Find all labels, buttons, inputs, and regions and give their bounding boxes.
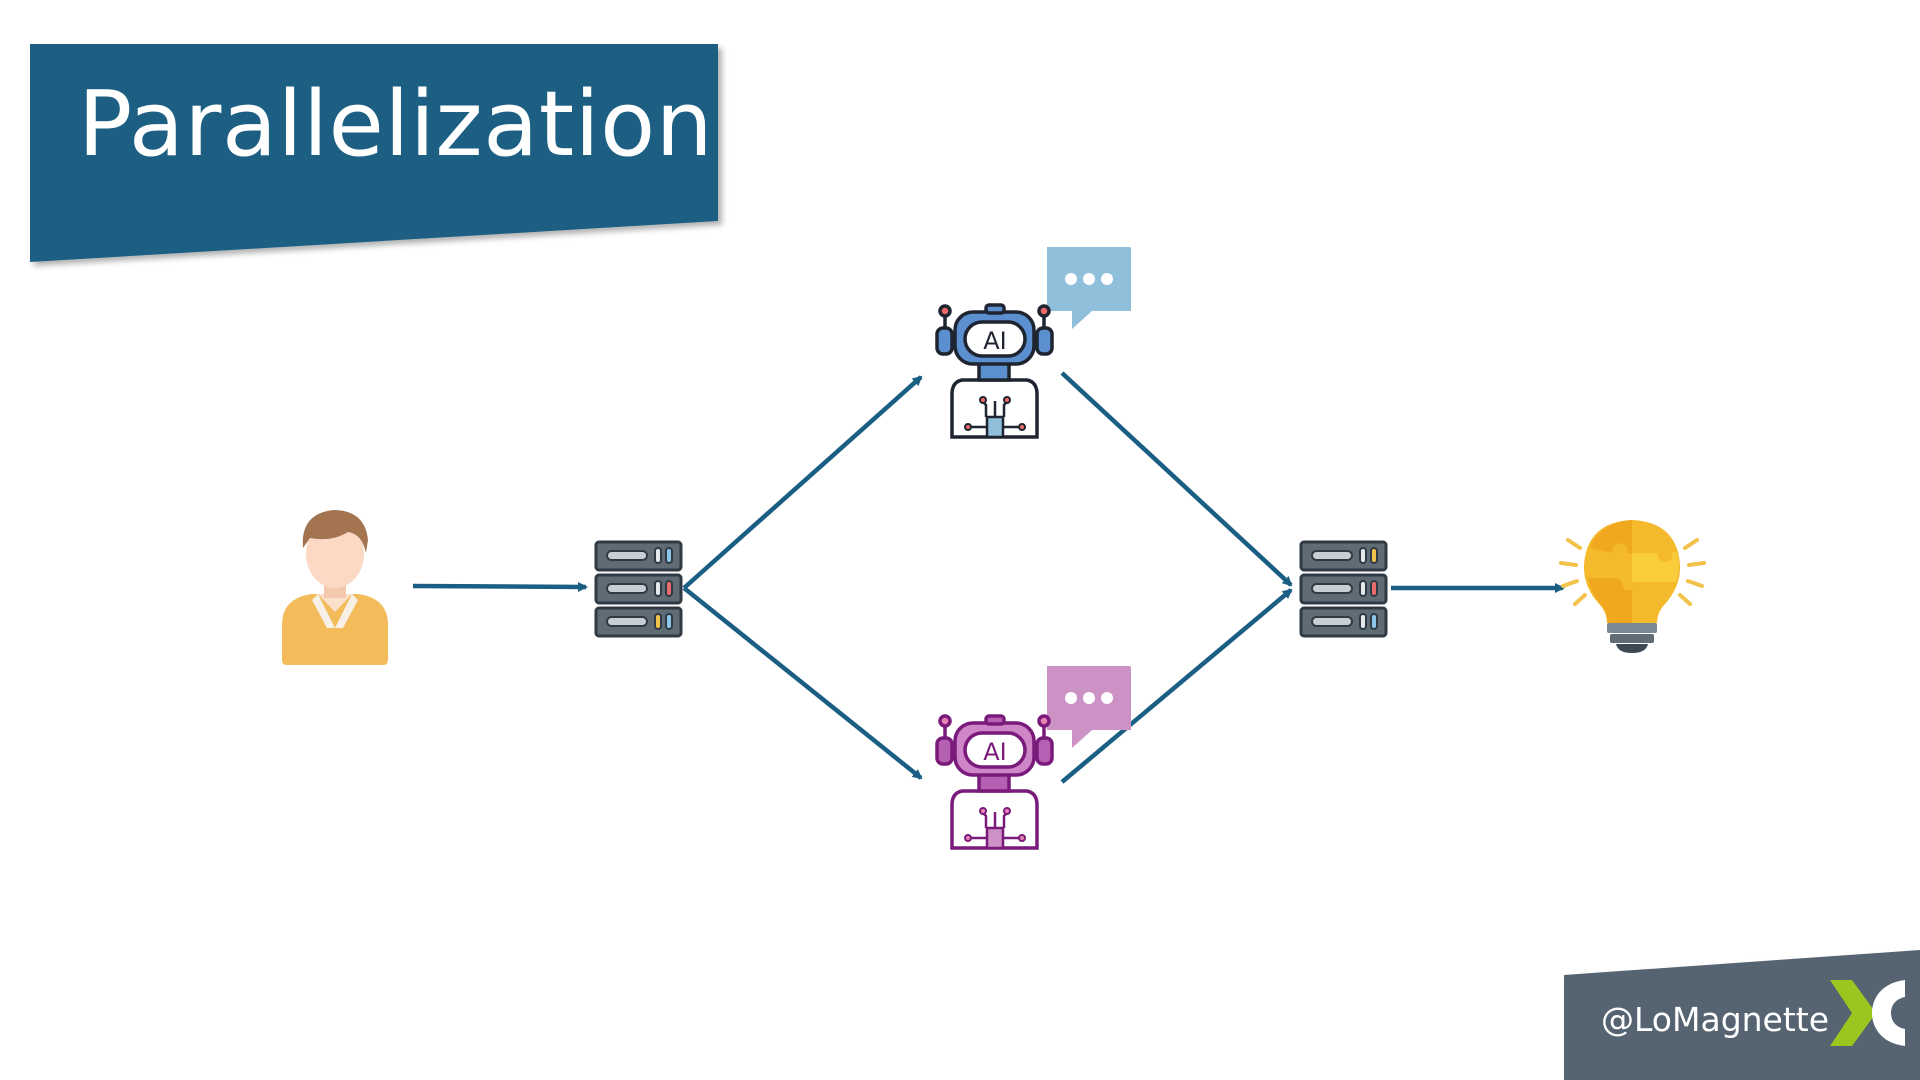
router-server-icon	[594, 540, 683, 638]
arrow-user-to-router	[412, 581, 588, 592]
author-handle: @LoMagnette	[1601, 1000, 1830, 1039]
arrow-llm-bottom-to-aggregator	[1060, 588, 1293, 784]
ai-robot-icon-bottom	[935, 714, 1054, 850]
speech-bubble-icon-bottom	[1047, 666, 1131, 748]
flow-arrows	[412, 371, 1565, 784]
arrow-router-to-llm-top	[682, 375, 923, 590]
lightbulb-puzzle-icon	[1559, 520, 1706, 653]
footer-banner	[1564, 950, 1920, 1080]
arrow-llm-top-to-aggregator	[1060, 371, 1293, 587]
robot-label-bottom: AI	[983, 738, 1007, 766]
ai-robot-icon-top	[935, 303, 1054, 439]
logo-icon	[1830, 980, 1905, 1046]
title-banner	[30, 44, 718, 262]
arrow-router-to-llm-bottom	[682, 586, 923, 780]
robot-label-top: AI	[983, 327, 1007, 355]
speech-bubble-icon-top	[1047, 247, 1131, 329]
user-icon	[282, 510, 388, 665]
aggregator-server-icon	[1299, 540, 1388, 638]
slide-title: Parallelization	[78, 72, 714, 177]
